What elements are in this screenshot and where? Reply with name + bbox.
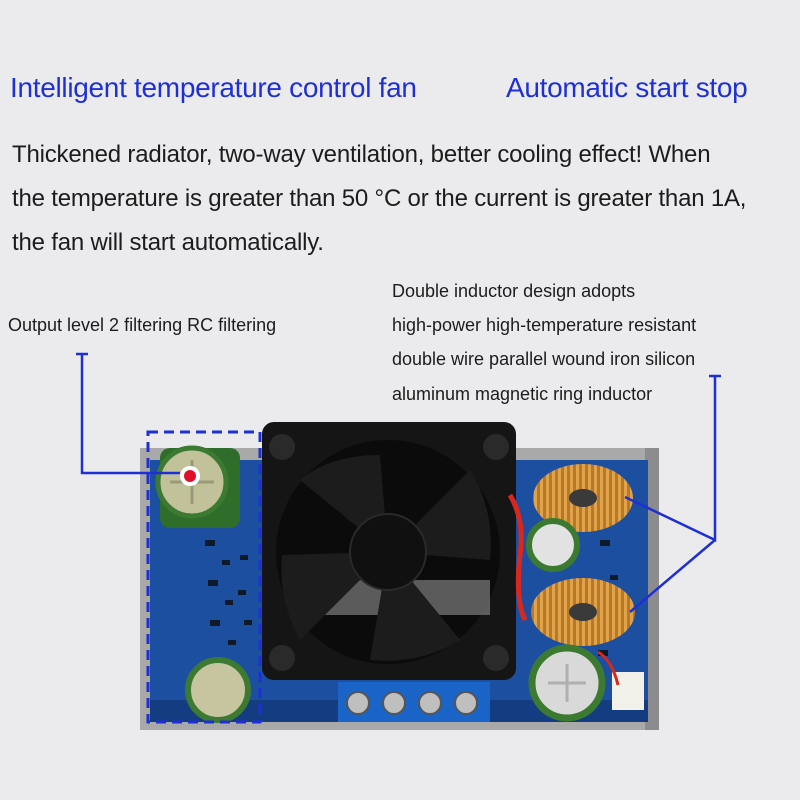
smd-components (205, 540, 618, 656)
callout-inductor-line-3: double wire parallel wound iron silicon (392, 349, 696, 369)
inductor-top (533, 464, 633, 532)
filter-highlight-box (146, 430, 262, 724)
description-line-1: Thickened radiator, two-way ventilation,… (12, 141, 711, 168)
description-line-2: the temperature is greater than 50 °C or… (12, 185, 747, 212)
callout-inductor-line-4: aluminum magnetic ring inductor (392, 384, 653, 404)
description-line-3: the fan will start automatically. (12, 229, 324, 256)
headline-left: Intelligent temperature control fan (10, 72, 417, 103)
headline-right: Automatic start stop (506, 72, 748, 103)
cooling-fan (262, 422, 516, 680)
inductor-bottom (531, 578, 635, 646)
capacitor-bottom-left (185, 657, 251, 723)
capacitor-top-left (155, 445, 240, 528)
callout-inductor-line-2: high-power high-temperature resistant (392, 315, 697, 335)
callout-inductor-line-1: Double inductor design adopts (392, 281, 636, 301)
capacitor-bottom-right (528, 644, 606, 722)
capacitor-middle-right (526, 518, 580, 572)
terminal-block (338, 682, 490, 722)
inductor-callout-leader (624, 374, 721, 613)
callout-output-filter: Output level 2 filtering RC filtering (8, 315, 277, 335)
filter-callout-leader (76, 352, 180, 475)
